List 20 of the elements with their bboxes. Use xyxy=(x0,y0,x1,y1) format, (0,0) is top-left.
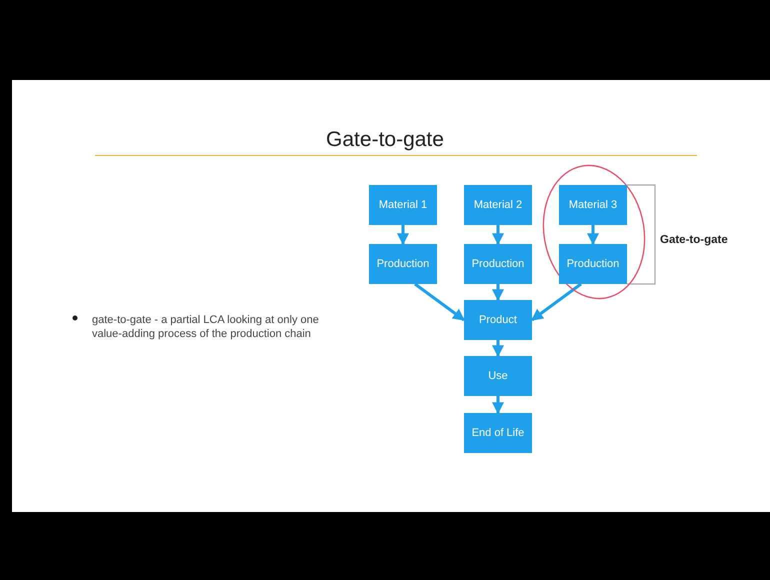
arrow xyxy=(492,225,504,246)
bracket-label: Gate-to-gate xyxy=(660,234,728,246)
arrow xyxy=(587,225,599,246)
bullet-text: gate-to-gate - a partial LCA looking at only one value-adding process of the production chain xyxy=(92,313,320,341)
process-box: Production xyxy=(464,244,532,284)
arrow xyxy=(397,225,409,246)
process-box: Production xyxy=(559,244,627,284)
arrow xyxy=(492,284,504,302)
arrow xyxy=(414,282,465,322)
arrow xyxy=(492,396,504,414)
arrow xyxy=(492,340,504,358)
process-box: Use xyxy=(464,356,532,396)
process-box: End of Life xyxy=(464,413,532,453)
slide-title: Gate-to-gate xyxy=(325,128,445,152)
process-box: Production xyxy=(369,244,437,284)
process-box: Product xyxy=(464,300,532,340)
process-box: Material 2 xyxy=(464,185,532,225)
arrow xyxy=(531,282,582,322)
process-box: Material 1 xyxy=(369,185,437,225)
process-box: Material 3 xyxy=(559,185,627,225)
